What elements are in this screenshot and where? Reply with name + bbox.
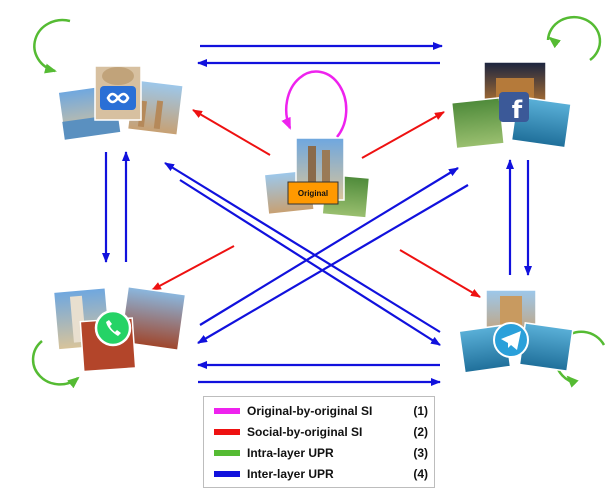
- original-label: Original: [298, 189, 328, 198]
- arrow-br-to-tl: [164, 162, 441, 333]
- node-bottom-left: [52, 285, 187, 373]
- svg-text:f: f: [512, 96, 523, 124]
- social-si-arrows: [151, 109, 481, 298]
- legend: Original-by-original SI (1) Social-by-or…: [203, 396, 435, 488]
- legend-label: Original-by-original SI: [247, 404, 373, 418]
- arrow-tr-to-bl: [197, 184, 469, 344]
- legend-item-inter-upr: Inter-layer UPR (4): [214, 466, 428, 484]
- node-bottom-right: [458, 289, 574, 374]
- arrow-orig-to-tr: [361, 111, 445, 159]
- telegram-icon: [493, 322, 529, 358]
- arrow-orig-to-br: [399, 249, 481, 298]
- loop-top-left: [33, 18, 71, 74]
- whatsapp-icon: [94, 309, 132, 347]
- legend-label: Social-by-original SI: [247, 425, 363, 439]
- loop-top-right: [546, 15, 602, 62]
- node-top-left: [57, 65, 185, 141]
- legend-label: Inter-layer UPR: [247, 467, 334, 481]
- infinity-logo-icon: [100, 86, 136, 110]
- legend-number: (1): [413, 404, 428, 418]
- legend-swatch: [214, 408, 240, 414]
- node-top-right: f: [450, 61, 572, 150]
- node-original: Original: [263, 137, 371, 219]
- arrow-orig-to-tl: [192, 109, 271, 156]
- arrow-tl-to-br: [179, 179, 441, 346]
- legend-label: Intra-layer UPR: [247, 446, 334, 460]
- legend-item-social-si: Social-by-original SI (2): [214, 424, 428, 442]
- arrow-bl-to-tr: [199, 167, 459, 326]
- loop-bottom-left: [31, 340, 80, 389]
- legend-swatch: [214, 450, 240, 456]
- loop-original: [281, 70, 348, 138]
- legend-number: (2): [413, 425, 428, 439]
- legend-number: (4): [413, 467, 428, 481]
- facebook-icon: f: [499, 92, 529, 124]
- arrow-orig-to-bl: [151, 245, 235, 291]
- legend-swatch: [214, 471, 240, 477]
- legend-number: (3): [413, 446, 428, 460]
- legend-item-intra-upr: Intra-layer UPR (3): [214, 445, 428, 463]
- legend-item-original-si: Original-by-original SI (1): [214, 403, 428, 421]
- inter-layer-arrows: [102, 42, 532, 386]
- legend-swatch: [214, 429, 240, 435]
